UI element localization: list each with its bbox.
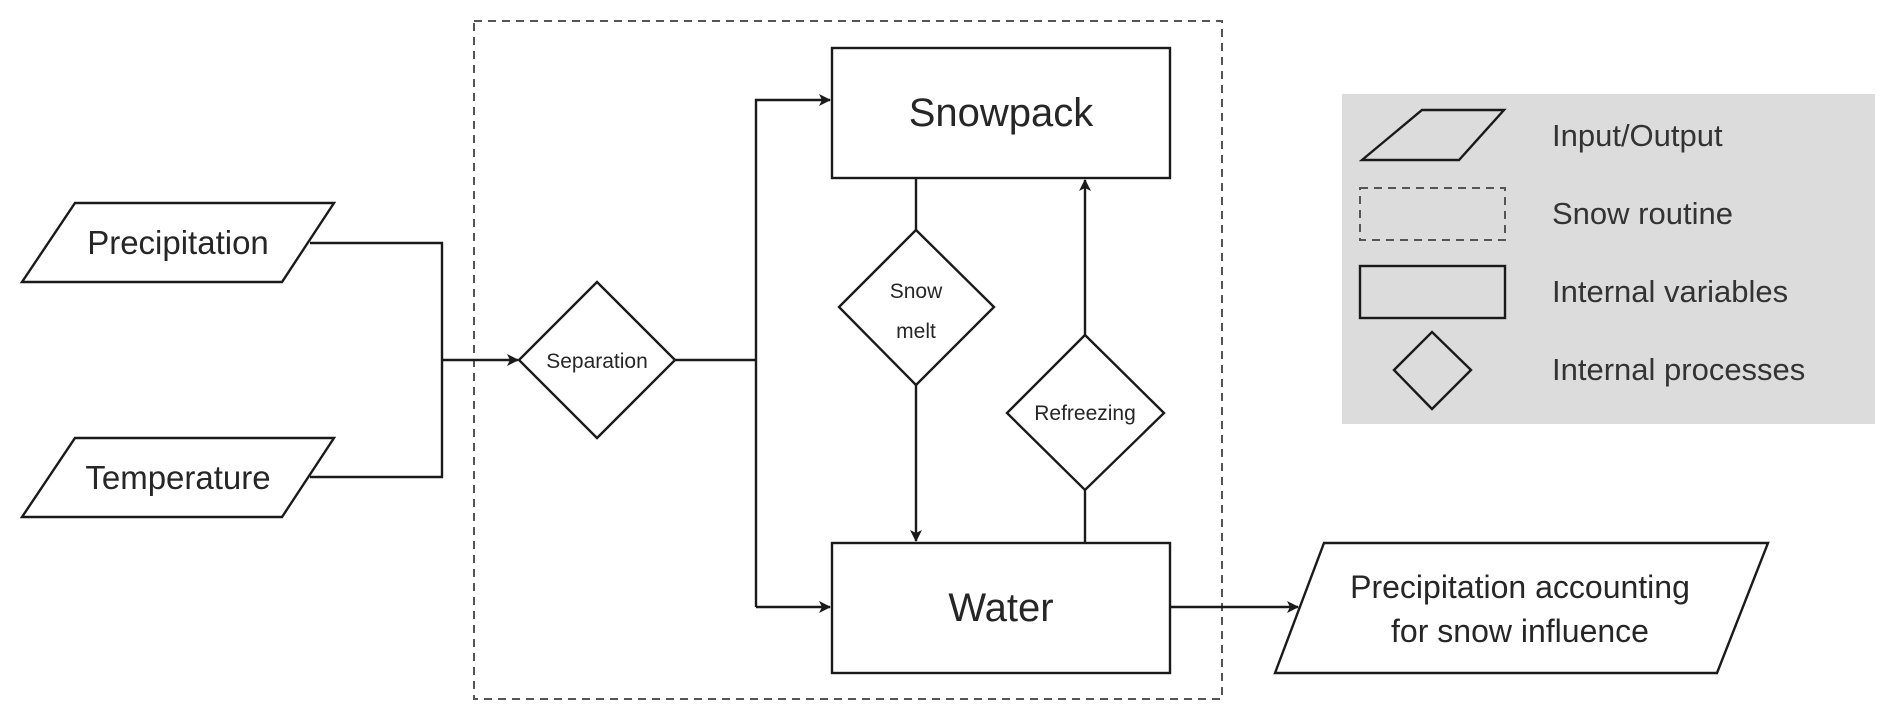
output-label-line1: Precipitation accounting (1350, 569, 1690, 605)
legend-background (1342, 94, 1875, 424)
legend-label: Input/Output (1552, 118, 1723, 153)
water-label: Water (948, 586, 1053, 630)
output-label-line2: for snow influence (1391, 613, 1649, 649)
refreezing-label: Refreezing (1034, 402, 1136, 425)
legend-item-internal-variables: Internal variables (1358, 264, 1788, 320)
variable-water: Water (830, 541, 1172, 675)
legend: Input/Output Snow routine Internal varia… (1342, 94, 1875, 424)
arrow-to-snowpack (754, 94, 831, 607)
snowpack-label: Snowpack (909, 91, 1095, 135)
legend-item-internal-processes: Internal processes (1392, 330, 1805, 411)
temperature-label: Temperature (85, 459, 270, 496)
legend-item-input-output: Input/Output (1358, 108, 1723, 162)
snow-melt-label-line1: Snow (890, 280, 943, 303)
legend-diamond-icon (1392, 330, 1473, 411)
process-separation: Separation (517, 280, 677, 440)
process-snow-melt: Snow melt (837, 228, 996, 387)
legend-label: Internal processes (1552, 352, 1805, 387)
legend-label: Snow routine (1552, 196, 1733, 231)
input-temperature: Temperature (19, 436, 337, 519)
legend-rect-icon (1358, 264, 1507, 320)
process-refreezing: Refreezing (1005, 333, 1166, 492)
input-precipitation: Precipitation (19, 201, 337, 284)
legend-parallelogram-icon (1358, 108, 1507, 162)
legend-dashed-rect-icon (1359, 187, 1506, 241)
legend-label: Internal variables (1552, 274, 1788, 309)
separation-label: Separation (546, 350, 648, 373)
variable-snowpack: Snowpack (830, 46, 1172, 180)
snow-melt-label-line2: melt (896, 320, 936, 343)
output-precipitation-snow: Precipitation accounting for snow influe… (1273, 541, 1770, 675)
precipitation-label: Precipitation (87, 224, 269, 261)
legend-item-snow-routine: Snow routine (1359, 187, 1733, 241)
